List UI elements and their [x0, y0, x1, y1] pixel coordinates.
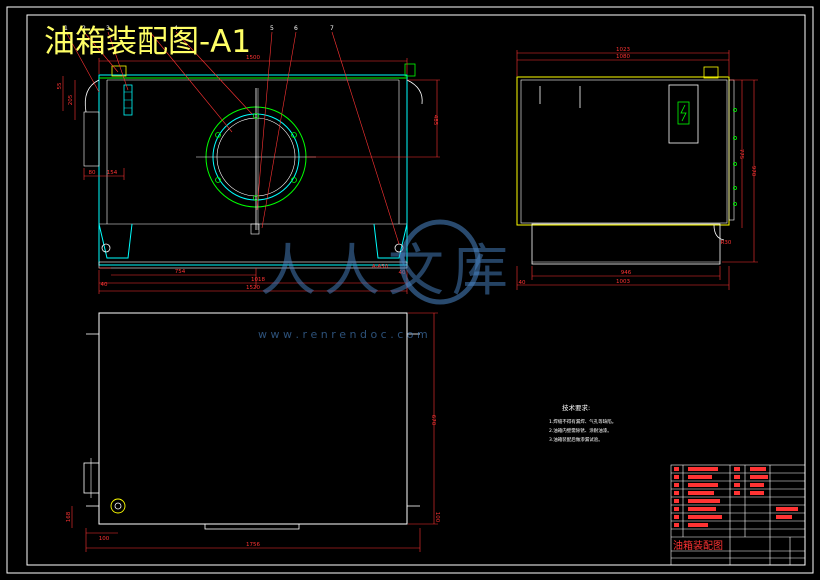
svg-text:1003: 1003: [616, 279, 630, 285]
svg-text:6: 6: [294, 25, 298, 32]
plan-view: [83, 312, 420, 530]
svg-text:154: 154: [107, 170, 118, 176]
title-block: [670, 464, 806, 566]
svg-text:754: 754: [175, 269, 186, 275]
svg-text:5: 5: [270, 25, 274, 32]
sheet-inner-border: [26, 14, 806, 566]
svg-text:2: 2: [82, 25, 86, 32]
side-view: [516, 66, 737, 265]
watermark-url: w w w . r e n r e n d o c . c o m: [258, 328, 428, 341]
svg-text:1756: 1756: [246, 542, 260, 548]
balloon-labels: 1 2 3 4 5 6 7: [64, 25, 334, 32]
sheet-border: [6, 6, 814, 574]
tech-req-line: 3.油箱装配后做渗漏试验。: [549, 436, 603, 443]
svg-text:1520: 1520: [246, 285, 260, 291]
tech-req-line: 2.油箱内壁需除锈、涂耐油漆。: [549, 427, 612, 434]
svg-text:R30: R30: [721, 240, 732, 246]
svg-text:946: 946: [621, 270, 632, 276]
svg-text:40: 40: [101, 282, 108, 288]
svg-text:1023: 1023: [616, 47, 630, 53]
svg-text:168: 168: [66, 511, 72, 522]
technical-requirements: 技术要求: 1.焊缝不得有漏焊、气孔等缺陷。 2.油箱内壁需除锈、涂耐油漆。 3…: [549, 403, 616, 443]
leader-lines: [65, 31, 400, 245]
svg-text:1080: 1080: [616, 54, 630, 60]
svg-text:40: 40: [519, 280, 526, 286]
plan-dimensions: [71, 312, 438, 552]
svg-text:80: 80: [89, 170, 96, 176]
svg-text:485: 485: [432, 115, 438, 126]
side-dimensions: [516, 50, 758, 290]
svg-text:7: 7: [330, 25, 334, 32]
plan-dim-text: 1756 670 168 100 100: [66, 415, 440, 548]
svg-text:3: 3: [106, 25, 110, 32]
svg-text:205: 205: [68, 94, 74, 105]
svg-text:100: 100: [99, 536, 110, 542]
svg-text:775: 775: [738, 149, 744, 160]
svg-text:A-A50: A-A50: [372, 264, 389, 270]
svg-text:55: 55: [57, 82, 63, 89]
title-block-rows: [674, 467, 798, 527]
svg-text:1500: 1500: [246, 55, 260, 61]
svg-text:670: 670: [430, 415, 436, 426]
svg-text:970: 970: [750, 166, 756, 177]
svg-text:4: 4: [174, 25, 178, 32]
front-view: [83, 63, 423, 269]
svg-text:1: 1: [64, 25, 68, 32]
watermark: 人人文库 w w w . r e n r e n d o c . c o m: [258, 219, 516, 341]
tech-req-line: 1.焊缝不得有漏焊、气孔等缺陷。: [549, 418, 616, 425]
svg-text:100: 100: [434, 512, 440, 523]
drawing-title: 油箱装配图-A1: [44, 24, 251, 60]
watermark-brand: 人人文库: [260, 239, 516, 304]
side-dim-text: 1023 1080 775 970 946 1003 40 R30: [519, 47, 757, 286]
title-block-name: 油箱装配图: [673, 539, 723, 552]
svg-text:1018: 1018: [251, 277, 265, 283]
tech-req-title: 技术要求:: [562, 403, 590, 412]
